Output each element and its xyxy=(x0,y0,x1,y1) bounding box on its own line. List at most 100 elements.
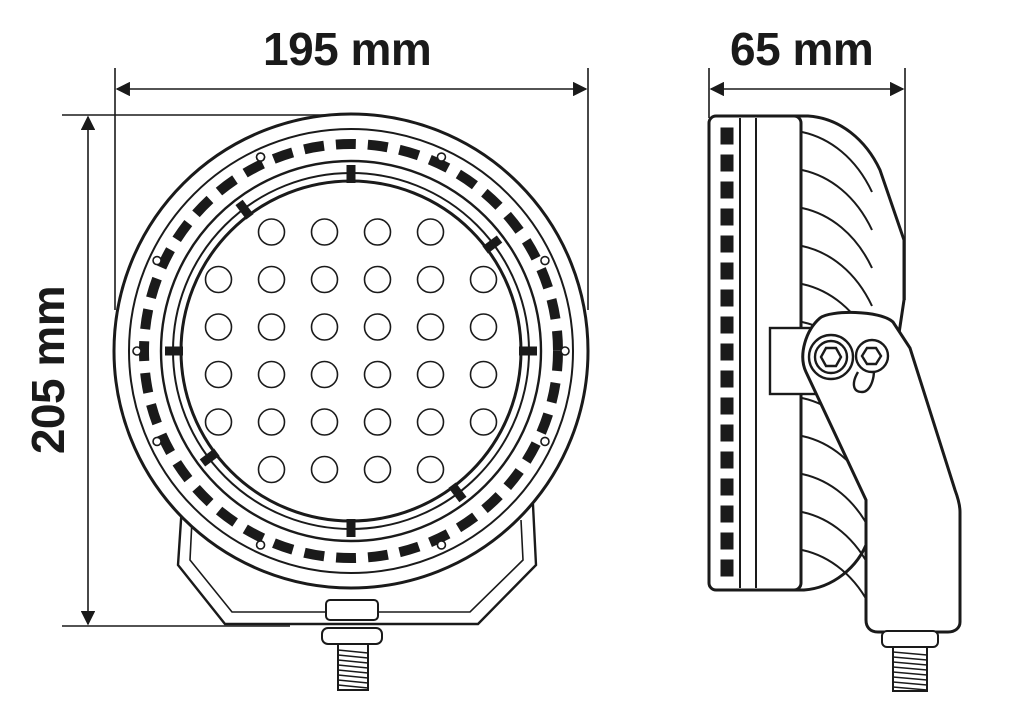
thread-line xyxy=(892,661,928,666)
outer-housing xyxy=(112,112,590,590)
led xyxy=(310,313,339,341)
thread-line xyxy=(337,674,369,679)
thread-line xyxy=(892,656,928,661)
led xyxy=(310,218,339,246)
housing-screw xyxy=(560,346,570,356)
housing-screw xyxy=(540,436,550,447)
side-vent-slot xyxy=(720,235,734,253)
side-view xyxy=(707,114,962,692)
side-vent-slot xyxy=(720,559,734,577)
depth-label: 65 mm xyxy=(730,23,874,75)
led xyxy=(257,408,286,436)
front-bolt-thread xyxy=(337,649,369,689)
side-adjust-knob xyxy=(807,333,855,381)
led xyxy=(310,408,339,436)
side-vent-slot xyxy=(720,181,734,199)
side-vent-slots xyxy=(720,127,734,577)
housing-screw xyxy=(436,540,447,550)
thread-line xyxy=(892,681,928,686)
led xyxy=(416,265,445,294)
led xyxy=(310,455,339,484)
thread-line xyxy=(337,654,369,659)
dimension-lines xyxy=(62,68,906,627)
vent-slot-ring xyxy=(139,139,563,563)
side-vent-slot xyxy=(720,316,734,334)
housing-screw xyxy=(132,346,142,356)
led xyxy=(257,313,286,341)
side-vent-slot xyxy=(720,343,734,361)
led xyxy=(257,265,286,294)
side-vent-slot xyxy=(720,397,734,415)
thread-line xyxy=(892,676,928,681)
led xyxy=(363,265,392,294)
side-bolt-washer xyxy=(881,630,939,648)
led xyxy=(469,313,498,341)
thread-line xyxy=(892,651,928,656)
housing-screw xyxy=(436,152,447,162)
side-vent-slot xyxy=(720,505,734,523)
led xyxy=(416,218,445,246)
lens-clip xyxy=(235,199,254,220)
side-vent-slot xyxy=(720,370,734,388)
led xyxy=(257,218,286,246)
front-bolt-nut xyxy=(325,599,379,621)
led xyxy=(310,265,339,294)
lock-nut-lever xyxy=(852,369,876,394)
front-view xyxy=(112,112,590,691)
inner-bezel xyxy=(159,159,543,543)
thread-line xyxy=(337,679,369,684)
thread-line xyxy=(337,659,369,664)
led-array xyxy=(204,218,498,484)
side-mount-bolt xyxy=(881,630,939,692)
led xyxy=(363,360,392,389)
housing-screw xyxy=(255,152,266,162)
heat-sink-fin xyxy=(801,245,873,307)
led xyxy=(416,313,445,341)
led xyxy=(416,360,445,389)
led xyxy=(363,455,392,484)
heat-sink-fin xyxy=(801,207,873,269)
front-mount-bolt xyxy=(321,599,383,691)
led xyxy=(416,408,445,436)
led xyxy=(257,455,286,484)
side-vent-slot xyxy=(720,289,734,307)
housing-screw xyxy=(152,436,162,447)
led xyxy=(469,408,498,436)
led xyxy=(469,360,498,389)
height-label: 205 mm xyxy=(22,285,74,455)
thread-line xyxy=(337,664,369,669)
side-vent-slot xyxy=(720,127,734,145)
housing-screw xyxy=(152,255,162,266)
thread-line xyxy=(337,669,369,674)
side-vent-slot xyxy=(720,262,734,280)
led xyxy=(204,313,233,341)
thread-line xyxy=(337,649,369,654)
led xyxy=(363,313,392,341)
led xyxy=(204,408,233,436)
side-mount-arm xyxy=(801,310,962,634)
thread-line xyxy=(892,686,928,691)
lens-clips xyxy=(165,165,537,537)
housing-screw xyxy=(255,540,266,550)
housing-screw xyxy=(540,255,550,266)
bezel-ring xyxy=(128,128,574,574)
led xyxy=(416,455,445,484)
thread-line xyxy=(337,684,369,689)
heat-sink-fin xyxy=(801,169,873,231)
heat-sink-fin xyxy=(801,131,873,193)
lens-clip xyxy=(199,448,220,467)
side-lock-nut xyxy=(852,338,890,394)
width-label: 195 mm xyxy=(263,23,432,75)
front-bolt-washer xyxy=(321,627,383,645)
thread-line xyxy=(892,671,928,676)
lock-nut-hex xyxy=(860,346,883,366)
led xyxy=(363,218,392,246)
side-vent-slot xyxy=(720,424,734,442)
lens-clip xyxy=(482,235,503,254)
housing-screws xyxy=(132,152,570,550)
side-bolt-thread xyxy=(892,651,928,691)
led xyxy=(204,360,233,389)
side-vent-slot xyxy=(720,451,734,469)
